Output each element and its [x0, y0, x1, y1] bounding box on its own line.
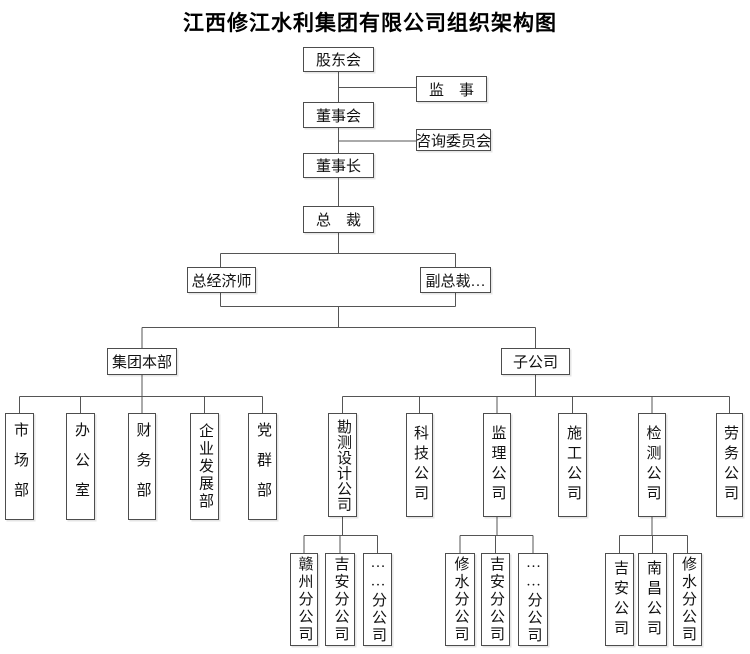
wire-survey-branch [303, 517, 378, 553]
node-branch-jian-supervision: 吉安分公司 [481, 553, 510, 646]
node-branch-xiushui-supervision-label: 修水分公司 [452, 555, 469, 644]
node-branch-nanchang-testing: 南昌公司 [638, 553, 667, 646]
node-chief-economist-label: 总经济师 [191, 273, 252, 290]
node-branch-other-supervision-label: ……分公司 [525, 554, 542, 645]
node-shareholders: 股东会 [303, 47, 374, 72]
node-chief-economist: 总经济师 [187, 267, 256, 293]
node-board-label: 董事会 [315, 108, 361, 125]
wire-top-chain [338, 72, 416, 254]
wire-executive-rail [220, 253, 456, 328]
node-branch-jian-supervision-label: 吉安分公司 [488, 555, 504, 644]
node-headquarters: 集团本部 [107, 348, 177, 375]
node-branch-jian-survey: 吉安分公司 [325, 553, 355, 646]
node-company-testing: 检测公司 [638, 413, 666, 517]
wire-testing-branch [619, 517, 688, 553]
node-company-survey-design: 勘测设计公司 [328, 413, 357, 517]
node-company-technology-label: 科技公司 [412, 425, 428, 505]
node-branch-jian-testing: 吉安公司 [605, 553, 634, 646]
wire-supervision-branch [459, 517, 534, 553]
wire-division-branch [141, 327, 536, 348]
node-dept-market-label: 市场部 [12, 421, 28, 512]
node-company-survey-design-label: 勘测设计公司 [335, 418, 351, 512]
node-company-labor-services-label: 劳务公司 [722, 425, 738, 505]
node-advisory-committee-label: 咨询委员会 [416, 133, 492, 150]
node-headquarters-label: 集团本部 [111, 355, 172, 371]
node-dept-finance: 财务部 [128, 413, 156, 520]
node-dept-party-masses-label: 党群部 [255, 421, 271, 512]
node-branch-other-supervision: ……分公司 [518, 553, 548, 646]
node-company-construction-label: 施工公司 [565, 425, 581, 505]
node-chairman: 董事长 [303, 153, 374, 178]
node-supervisor: 监 事 [416, 76, 487, 102]
node-branch-other-survey: ……分公司 [363, 553, 392, 646]
node-shareholders-label: 股东会 [315, 53, 361, 69]
node-board: 董事会 [303, 102, 374, 128]
node-president-label: 总 裁 [315, 213, 361, 229]
node-branch-ganzhou: 赣州分公司 [290, 553, 318, 646]
node-company-supervision: 监理公司 [483, 413, 511, 517]
node-dept-party-masses: 党群部 [248, 413, 277, 520]
node-dept-office: 办公室 [66, 413, 95, 520]
node-vice-presidents-label: 副总裁… [425, 273, 486, 290]
node-branch-ganzhou-label: 赣州分公司 [296, 555, 313, 644]
node-branch-nanchang-testing-label: 南昌公司 [645, 559, 661, 640]
wire-subsidiary-rail [342, 375, 730, 413]
node-subsidiaries: 子公司 [501, 348, 570, 375]
chart-title: 江西修江水利集团有限公司组织架构图 [183, 11, 557, 35]
node-branch-xiushui-testing: 修水分公司 [673, 553, 702, 646]
node-branch-xiushui-supervision: 修水分公司 [445, 553, 475, 646]
node-branch-jian-survey-label: 吉安分公司 [332, 555, 349, 644]
node-company-technology: 科技公司 [406, 413, 433, 517]
node-company-labor-services: 劳务公司 [716, 413, 743, 517]
node-branch-other-survey-label: ……分公司 [370, 554, 386, 645]
node-supervisor-label: 监 事 [428, 82, 474, 99]
wire-hq-rail [19, 375, 263, 413]
node-vice-presidents: 副总裁… [420, 267, 491, 293]
node-president: 总 裁 [303, 206, 374, 233]
node-dept-finance-label: 财务部 [134, 421, 151, 512]
node-dept-enterprise-development-label: 企业发展部 [197, 422, 213, 511]
node-subsidiaries-label: 子公司 [512, 355, 558, 371]
node-company-construction: 施工公司 [558, 413, 587, 517]
node-chairman-label: 董事长 [315, 159, 361, 175]
node-dept-office-label: 办公室 [73, 421, 89, 512]
node-branch-xiushui-testing-label: 修水分公司 [680, 555, 696, 644]
node-branch-jian-testing-label: 吉安公司 [612, 559, 628, 640]
node-advisory-committee: 咨询委员会 [416, 129, 491, 151]
node-dept-market: 市场部 [5, 413, 34, 520]
node-dept-enterprise-development: 企业发展部 [190, 413, 219, 520]
node-company-testing-label: 检测公司 [644, 425, 661, 505]
node-company-supervision-label: 监理公司 [489, 425, 506, 505]
